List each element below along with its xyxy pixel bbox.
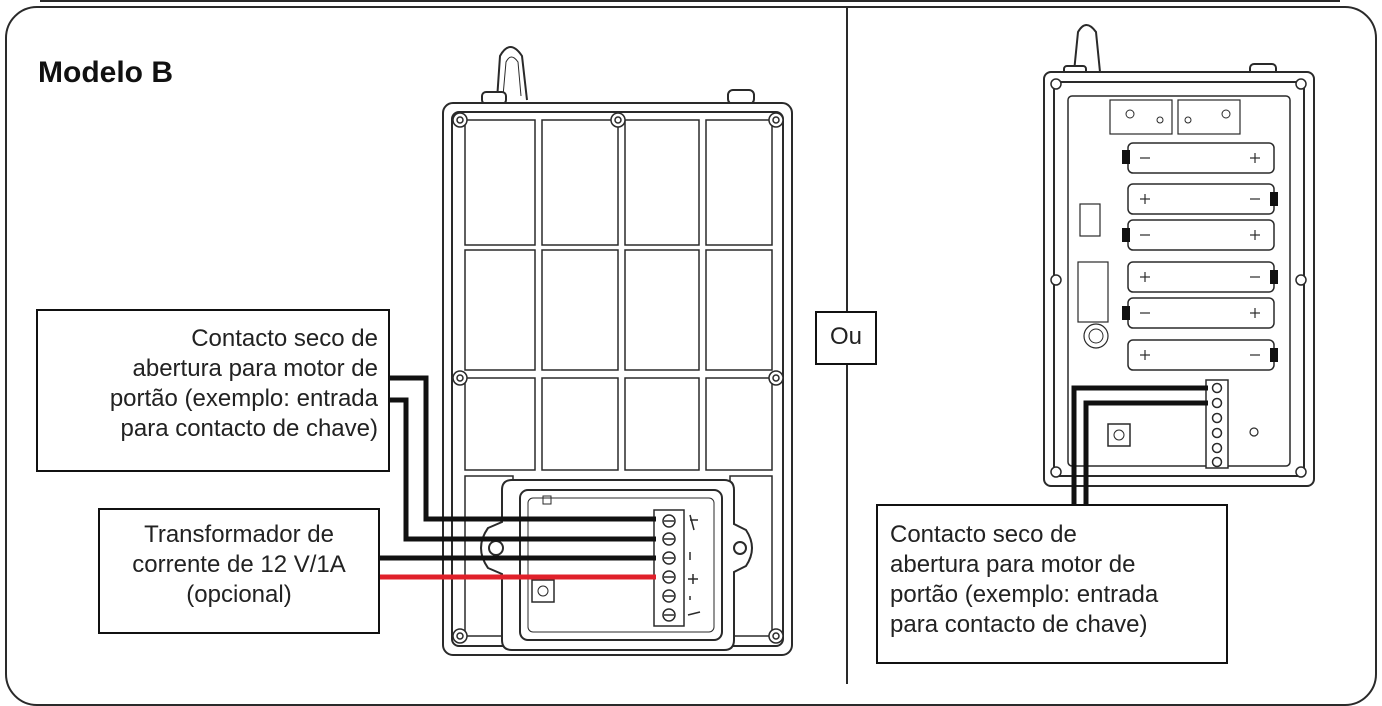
right-screws [1050,78,1307,478]
label-line: portão (exemplo: entrada [109,385,378,412]
right-wire-dry-2 [1083,400,1208,506]
right-dry-contact-label: Contacto seco de abertura para motor de … [876,504,1228,664]
left-terminal-compartment [480,479,753,651]
label-line: (opcional) [186,581,292,608]
label-line: corrente de 12 V/1A [132,551,346,578]
left-dry-contact-label: Contacto seco de abertura para motor de … [36,309,390,472]
label-line: para contacto de chave) [890,611,1148,638]
right-wires [1071,385,1208,506]
label-line: abertura para motor de [132,355,378,382]
top-rule [40,0,1340,2]
left-terminal-block [653,509,685,627]
right-wire-dry-1 [1071,385,1208,506]
left-antenna [496,46,528,101]
right-battery-polarity [1140,153,1260,360]
device-drawings [380,24,1315,656]
or-label: Ou [815,311,877,365]
right-pcb [1067,95,1291,467]
right-device [1043,24,1315,487]
wiring-diagram: Modelo B Contacto seco de abertura para … [5,0,1377,706]
label-line: portão (exemplo: entrada [890,581,1159,608]
left-wire-dry-2 [390,397,656,542]
page-title: Modelo B [38,56,173,89]
right-batteries [1127,142,1275,371]
label-line: para contacto de chave) [120,415,379,442]
left-terminal-marks [687,514,701,616]
right-terminal-block [1205,379,1229,469]
label-line: Contacto seco de [890,521,1077,548]
left-wire-dry-1 [390,375,656,522]
label-line: Contacto seco de [191,325,378,352]
right-antenna [1073,24,1101,73]
left-grid-ribs [464,119,773,637]
transformer-label: Transformador de corrente de 12 V/1A (op… [98,508,380,634]
left-device [442,46,793,656]
left-top-nub [727,89,755,105]
label-line: abertura para motor de [890,551,1136,578]
left-wires [380,375,656,580]
label-line: Transformador de [144,521,334,548]
right-battery-contacts [1122,150,1278,362]
